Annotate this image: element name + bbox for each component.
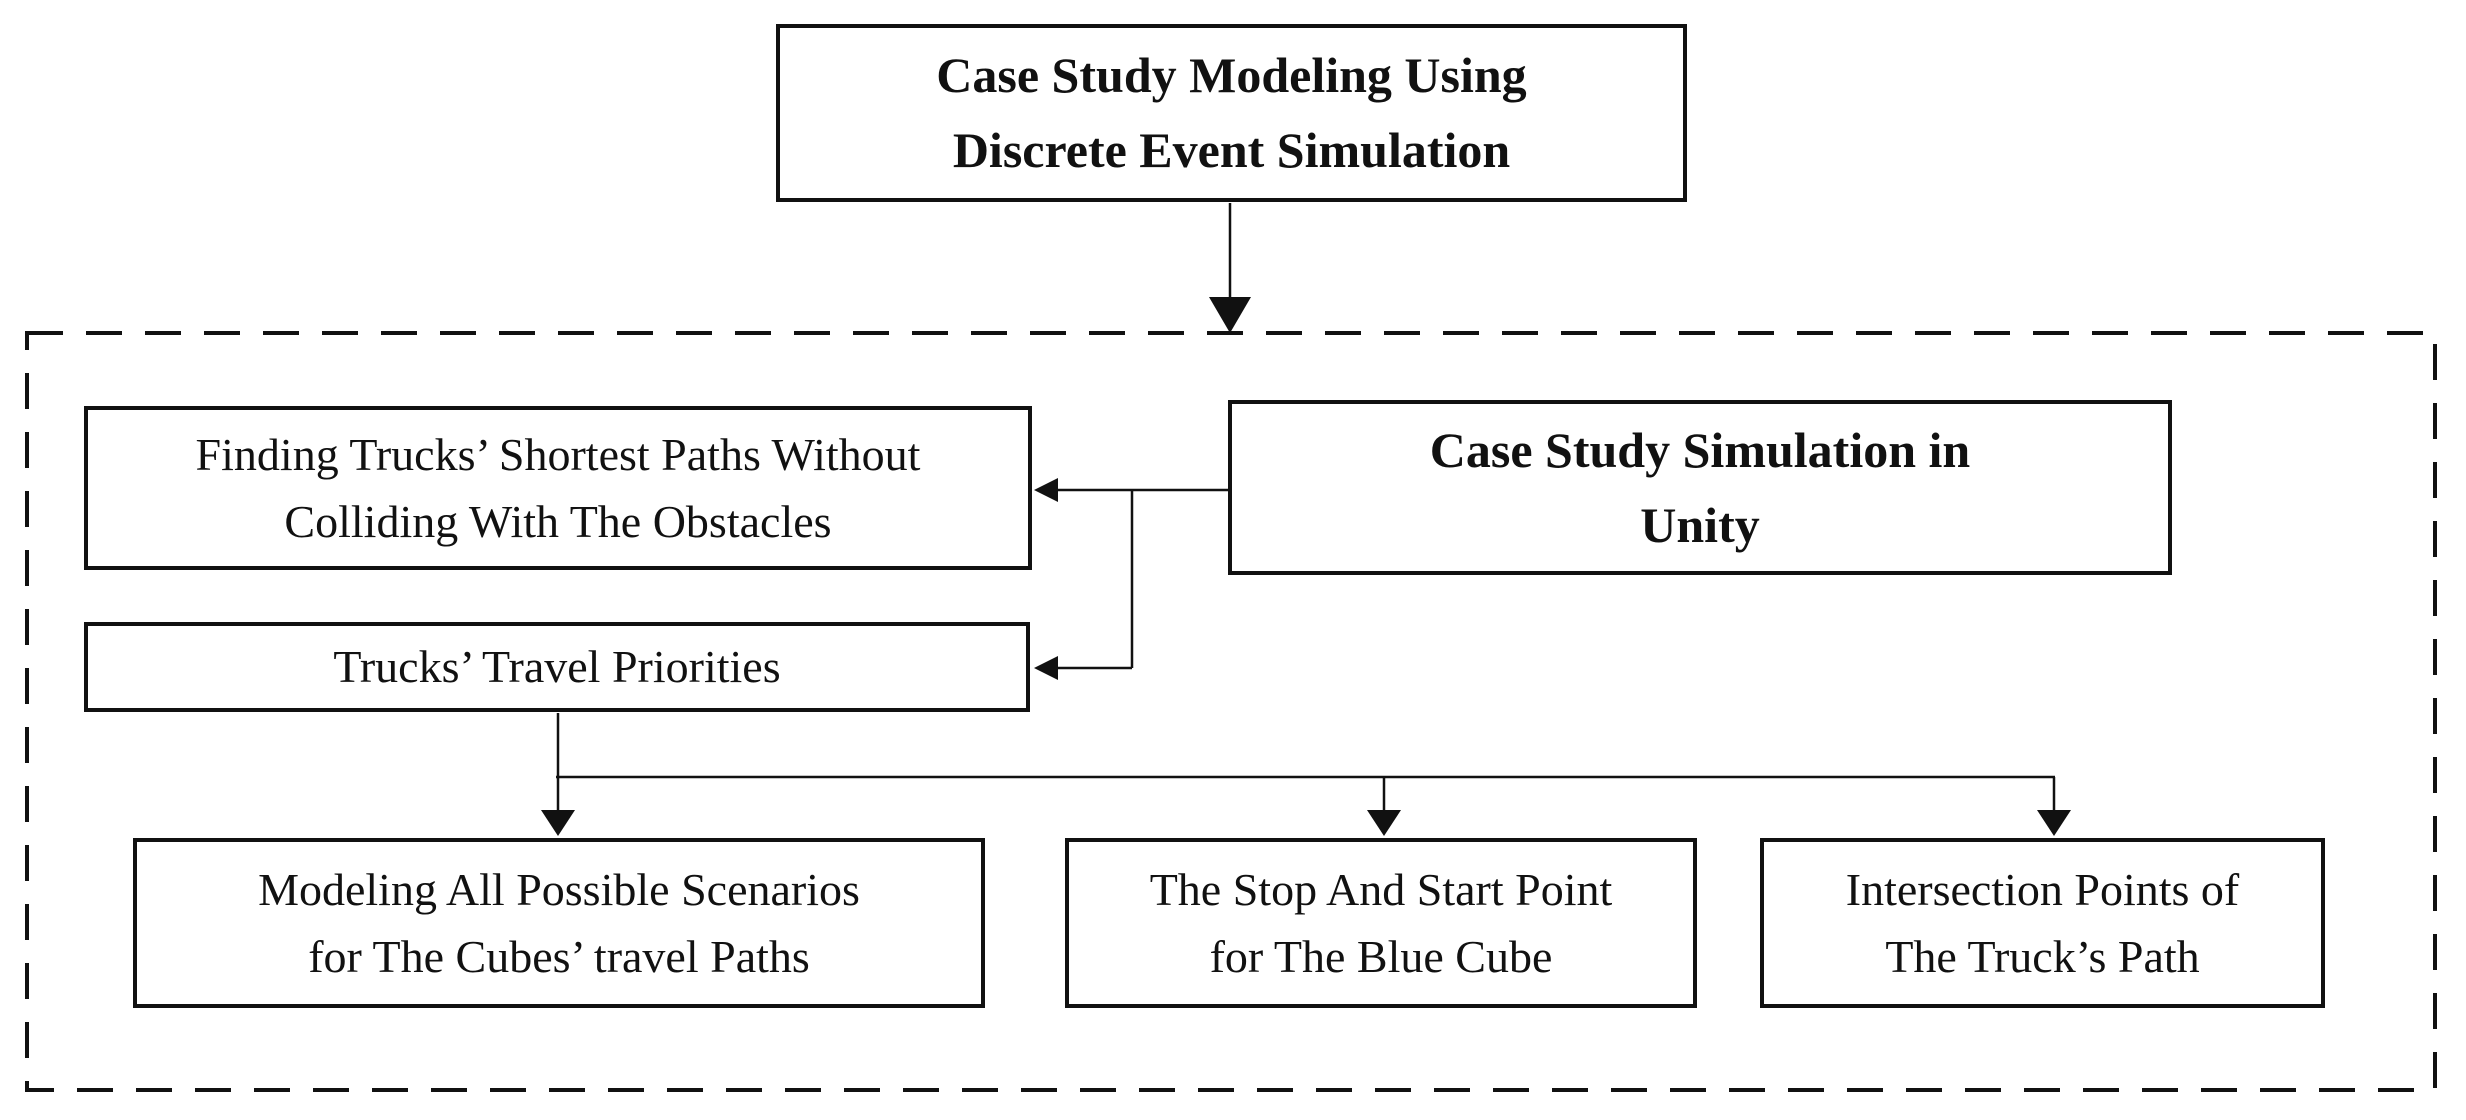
arrowhead-priority-to-scenarios xyxy=(541,810,575,836)
node-label-line: Unity xyxy=(1640,496,1760,553)
node-label-line: for The Cubes’ travel Paths xyxy=(308,931,810,982)
arrowhead-priority-to-intersect xyxy=(2037,810,2071,836)
node-trucks-travel-priorities: Trucks’ Travel Priorities xyxy=(84,622,1030,712)
node-label-line: Case Study Simulation in xyxy=(1429,421,1971,478)
node-label-line: Finding Trucks’ Shortest Paths Without xyxy=(195,428,921,480)
arrowhead-unity-to-paths xyxy=(1034,478,1058,502)
node-finding-shortest-paths: Finding Trucks’ Shortest Paths Without C… xyxy=(84,406,1032,570)
node-label-line: The Stop And Start Point xyxy=(1149,863,1613,915)
arrowhead-root-to-group xyxy=(1209,297,1251,333)
arrowhead-priority-to-stopstart xyxy=(1367,810,1401,836)
node-modeling-all-scenarios: Modeling All Possible Scenarios for The … xyxy=(133,838,985,1008)
node-label-line: Trucks’ Travel Priorities xyxy=(333,641,781,693)
dashed-group-boundary xyxy=(25,331,2437,1092)
node-label-line: Case Study Modeling Using xyxy=(936,47,1527,103)
node-intersection-points: Intersection Points of The Truck’s Path xyxy=(1760,838,2325,1008)
node-label-line: Modeling All Possible Scenarios xyxy=(258,863,860,915)
node-case-study-modeling-des: Case Study Modeling Using Discrete Event… xyxy=(776,24,1687,202)
node-label-line: for The Blue Cube xyxy=(1209,931,1553,982)
node-stop-start-point: The Stop And Start Point for The Blue Cu… xyxy=(1065,838,1697,1008)
node-label-line: Colliding With The Obstacles xyxy=(284,496,832,547)
node-label-line: The Truck’s Path xyxy=(1885,931,2200,982)
node-case-study-simulation-unity: Case Study Simulation in Unity xyxy=(1228,400,2172,575)
node-label-line: Intersection Points of xyxy=(1845,863,2240,915)
arrowhead-unity-to-priority xyxy=(1034,656,1058,680)
node-label-line: Discrete Event Simulation xyxy=(952,122,1511,178)
